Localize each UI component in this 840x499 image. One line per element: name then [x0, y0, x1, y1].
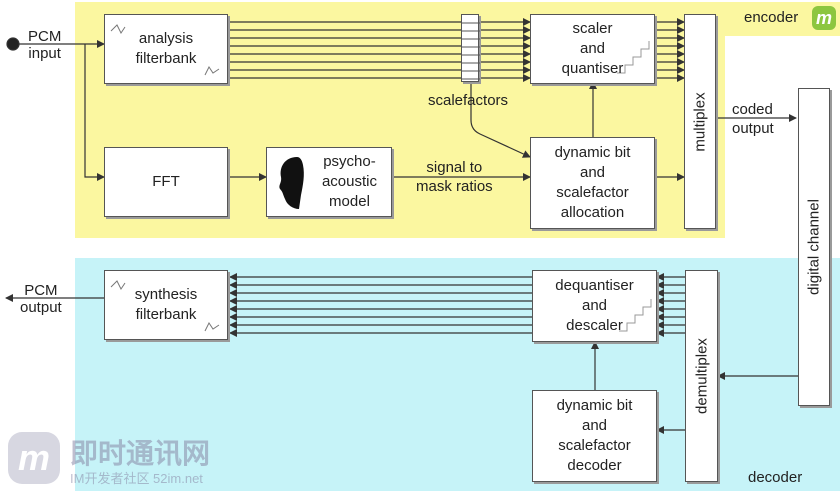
dynamic-bit-allocation-label: dynamic bit and scalefactor allocation — [554, 144, 631, 221]
synthesis-filterbank-box: synthesis filterbank — [104, 270, 228, 340]
watermark-logo-icon: m — [8, 432, 60, 484]
scaler-quantiser-label: scaler and quantiser — [561, 20, 624, 77]
psychoacoustic-model-label: psycho- acoustic model — [321, 153, 377, 210]
demultiplex-box: demultiplex — [685, 270, 718, 482]
coded-output-label: coded output — [732, 101, 774, 137]
dynamic-bit-decoder-label: dynamic bit and scalefactor decoder — [556, 397, 633, 474]
multiplex-box: multiplex — [684, 14, 716, 229]
decoder-label: decoder — [748, 469, 803, 486]
scalefactor-strip — [461, 14, 480, 82]
head-silhouette-icon — [279, 157, 304, 209]
pcm-input-label: PCM input — [28, 28, 62, 62]
scaler-quantiser-box: scaler and quantiser — [530, 14, 655, 84]
watermark-subtitle: IM开发者社区 52im.net — [70, 471, 203, 486]
staircase-icon — [617, 41, 650, 74]
signal-to-mask-label: signal to mask ratios — [416, 159, 493, 195]
encoder-label: encoder — [744, 9, 799, 26]
staircase-icon — [619, 299, 652, 332]
dynamic-bit-decoder-box: dynamic bit and scalefactor decoder — [532, 390, 657, 482]
watermark-title: 即时通讯网 — [70, 438, 211, 469]
watermark: m 即时通讯网 IM开发者社区 52im.net — [8, 432, 258, 488]
digital-channel-box: digital channel — [798, 88, 830, 406]
analysis-filterbank-label: analysis filterbank — [135, 30, 197, 67]
psychoacoustic-model-box: psycho- acoustic model — [266, 147, 392, 217]
input-dot — [6, 37, 20, 51]
fft-box: FFT — [104, 147, 228, 217]
multiplex-label: multiplex — [691, 91, 709, 152]
fft-label: FFT — [152, 173, 180, 190]
scalefactors-label: scalefactors — [428, 92, 509, 109]
digital-channel-label: digital channel — [805, 199, 823, 295]
pcm-output-label: PCM output — [20, 282, 62, 316]
synthesis-filterbank-label: synthesis filterbank — [134, 286, 198, 323]
demultiplex-label: demultiplex — [693, 338, 710, 414]
filter-glyph-icon — [110, 280, 220, 332]
analysis-filterbank-box: analysis filterbank — [104, 14, 228, 84]
dynamic-bit-allocation-box: dynamic bit and scalefactor allocation — [530, 137, 655, 229]
filter-glyph-icon — [110, 24, 220, 76]
dequantiser-descaler-label: dequantiser and descaler — [555, 277, 634, 334]
dequantiser-descaler-box: dequantiser and descaler — [532, 270, 657, 342]
brand-logo-icon: m — [812, 6, 836, 30]
